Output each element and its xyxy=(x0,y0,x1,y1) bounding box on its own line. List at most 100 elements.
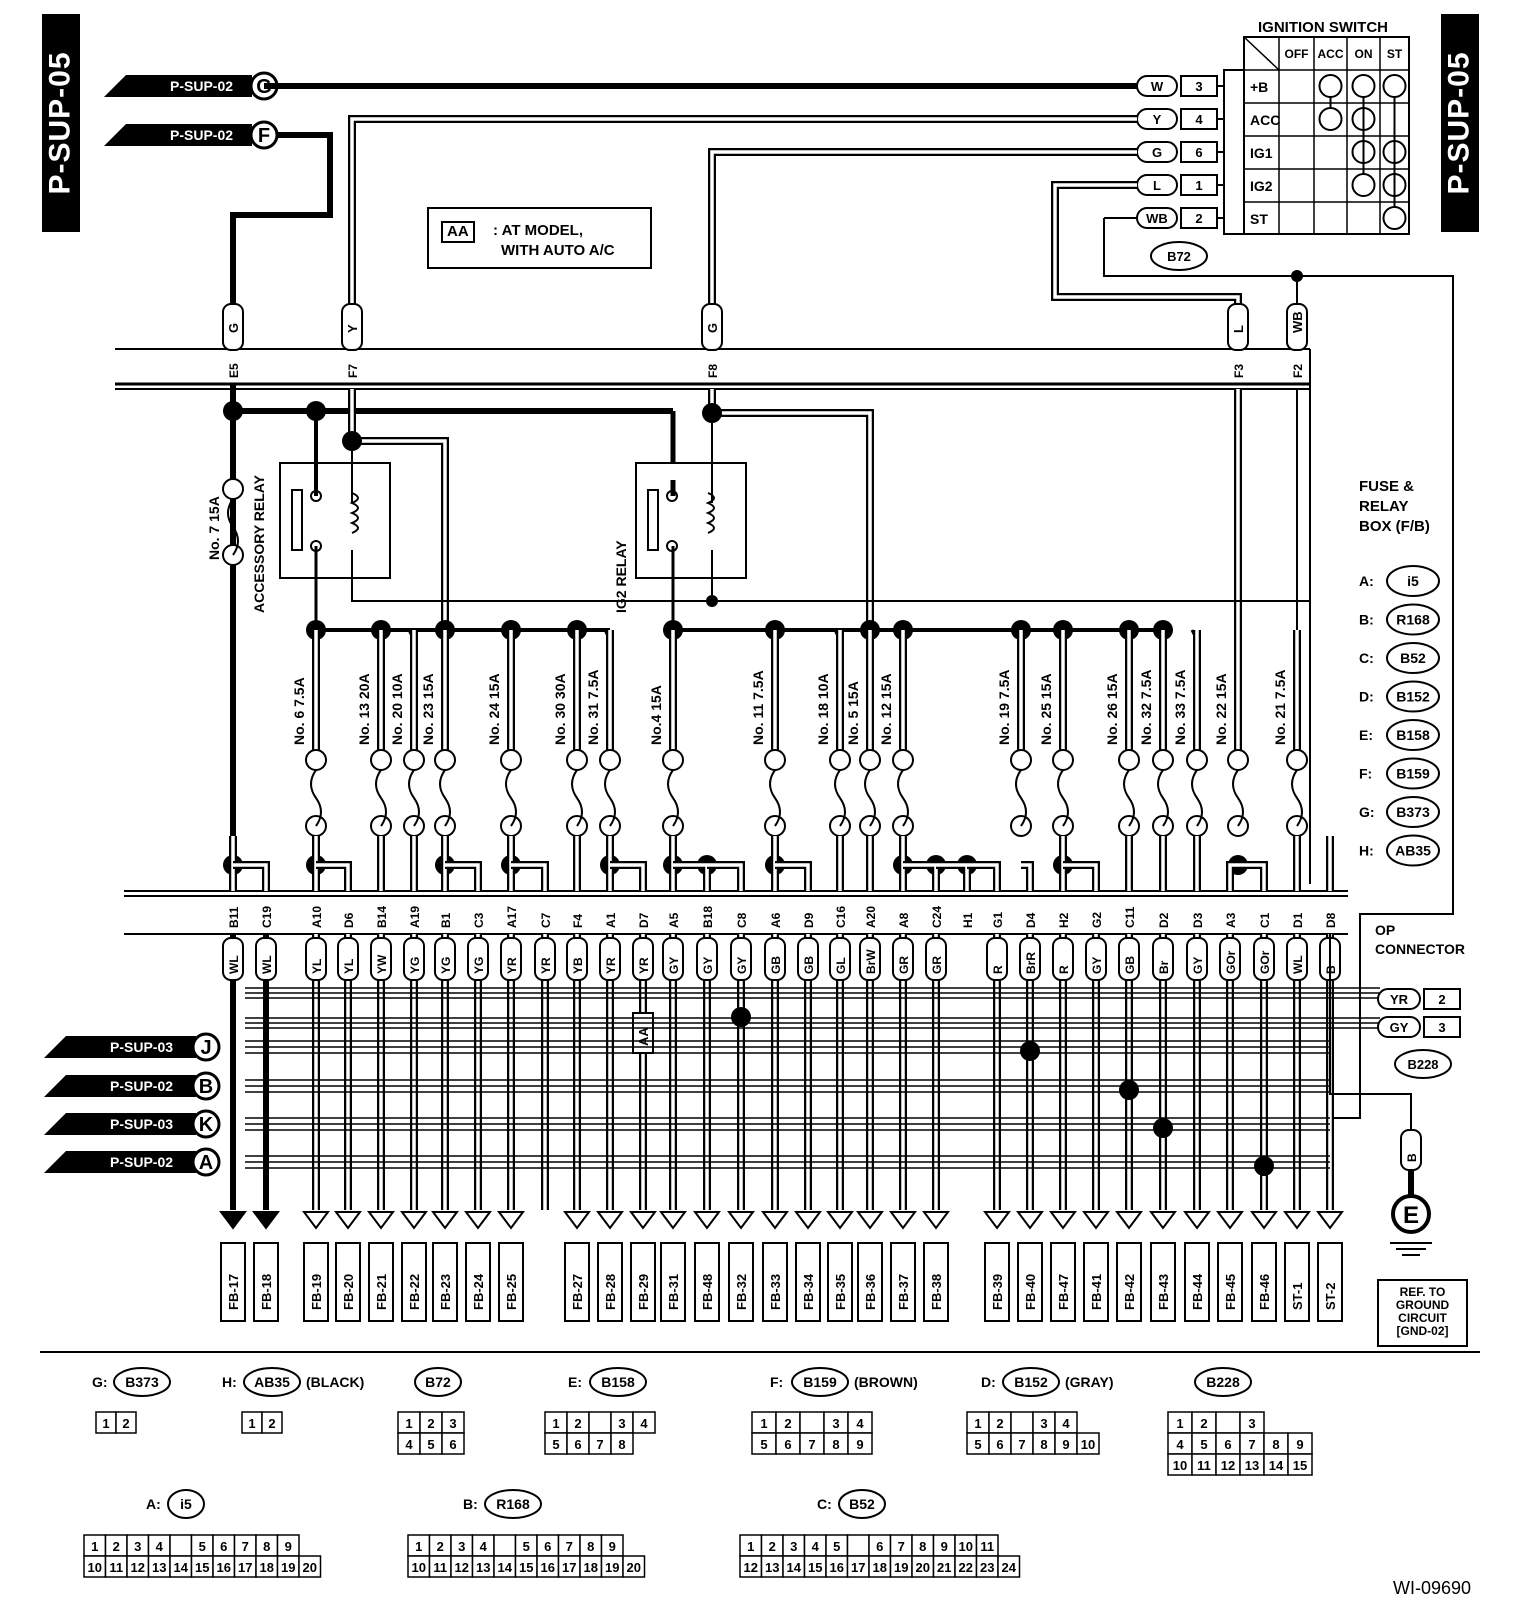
switch-wire-color: G xyxy=(1152,145,1162,160)
fuse-label: No. 18 10A xyxy=(815,673,831,745)
bottom-pin-label: C24 xyxy=(930,906,944,928)
op-connector-title: CONNECTOR xyxy=(1375,941,1465,957)
bottom-wire-tag xyxy=(1052,937,1074,981)
top-terminal-wire: L xyxy=(1231,325,1246,333)
output-arrow xyxy=(693,1211,721,1230)
connector-pin: 6 xyxy=(1224,1437,1231,1452)
bottom-wire-tag xyxy=(222,937,244,981)
connector-pin: 15 xyxy=(519,1560,533,1575)
fuse-label: No. 20 10A xyxy=(389,673,405,745)
switch-pin-number: 1 xyxy=(1195,178,1202,193)
bottom-wire-color: WL xyxy=(260,955,274,974)
output-label: FB-38 xyxy=(929,1274,944,1310)
fuse-element xyxy=(1291,769,1303,827)
bottom-pin-label: B18 xyxy=(701,906,715,928)
connector-pin: 13 xyxy=(152,1560,166,1575)
connector-pin: 6 xyxy=(449,1437,456,1452)
pin-link xyxy=(1021,863,1032,891)
bottom-pin-label: A20 xyxy=(864,906,878,928)
output-box xyxy=(1150,1242,1176,1322)
bottom-pin-label: A8 xyxy=(897,912,911,928)
connector-pin: 5 xyxy=(427,1437,434,1452)
switch-pin-number: 2 xyxy=(1195,211,1202,226)
ground-wire-color: B xyxy=(1405,1153,1419,1162)
output-arrow xyxy=(1283,1211,1311,1230)
output-box xyxy=(762,1242,788,1322)
op-pin-number: 2 xyxy=(1438,992,1445,1007)
pin-link xyxy=(707,863,743,891)
connector-pin: 2 xyxy=(1200,1416,1207,1431)
pin-link xyxy=(1063,863,1098,891)
connector-pin: 8 xyxy=(832,1437,839,1452)
bottom-wire-color: YL xyxy=(342,959,356,974)
bottom-wire-color: GB xyxy=(802,956,816,974)
wire-y xyxy=(350,117,1137,328)
connector-cell xyxy=(261,1411,283,1434)
bus-ref-letter: A xyxy=(199,1152,213,1174)
fuse-terminal xyxy=(1286,749,1308,771)
fuse-box-legend-key: C: xyxy=(1359,650,1374,666)
bottom-wire-tag xyxy=(1186,937,1208,981)
ground-letter: E xyxy=(1403,1202,1419,1229)
connector-pin: 4 xyxy=(480,1539,488,1554)
connector-pin: 15 xyxy=(1293,1458,1307,1473)
fuse-label: No. 32 7.5A xyxy=(1138,670,1154,745)
pin-link xyxy=(511,863,547,891)
fuse-box-legend-id xyxy=(1386,834,1440,867)
output-box xyxy=(498,1242,524,1322)
pin-link xyxy=(967,861,1001,891)
connector-view-prefix: A: xyxy=(146,1496,161,1512)
connector-pin: 5 xyxy=(974,1437,981,1452)
connector-pin: 9 xyxy=(609,1539,616,1554)
output-box xyxy=(432,1242,458,1322)
connector-pin: 13 xyxy=(1245,1458,1259,1473)
top-terminal-pin: E5 xyxy=(227,363,241,378)
output-label: FB-21 xyxy=(374,1274,389,1310)
output-label: FB-27 xyxy=(570,1274,585,1310)
connector-pin: 3 xyxy=(458,1539,465,1554)
connector-view-id xyxy=(1002,1367,1060,1397)
bottom-wire-color: GB xyxy=(769,956,783,974)
connector-pin: 7 xyxy=(1018,1437,1025,1452)
fuse-box-legend-id-label: B158 xyxy=(1396,727,1430,743)
connector-pin: 1 xyxy=(552,1416,559,1431)
connector-pin: 3 xyxy=(449,1416,456,1431)
bottom-pin-label: B11 xyxy=(227,906,241,928)
bus-ref-label: P-SUP-03 xyxy=(110,1116,173,1132)
fuse-box-legend-key: E: xyxy=(1359,727,1373,743)
connector-pin: 18 xyxy=(873,1560,887,1575)
output-box xyxy=(1317,1242,1343,1322)
connector-cell xyxy=(622,1555,646,1578)
connector-view-id xyxy=(589,1367,647,1397)
connector-pin: 10 xyxy=(412,1560,426,1575)
connector-pin: 6 xyxy=(784,1437,791,1452)
switch-terminal: ST xyxy=(1250,211,1268,227)
pin-link xyxy=(511,861,549,891)
output-arrow xyxy=(1250,1211,1278,1230)
fuse-terminal xyxy=(1052,749,1074,771)
bottom-wire-tag xyxy=(403,937,425,981)
pin-link xyxy=(445,861,482,891)
output-arrow xyxy=(1149,1211,1177,1230)
fuse-label: No. 25 15A xyxy=(1038,673,1054,745)
bottom-wire-tag xyxy=(797,937,819,981)
switch-terminal: ACC xyxy=(1250,112,1280,128)
bottom-pin-label: A10 xyxy=(310,906,324,928)
connector-pin: 7 xyxy=(1248,1437,1255,1452)
bottom-wire-color: WL xyxy=(227,955,241,974)
connector-cell xyxy=(610,1432,634,1455)
bottom-wire-tag xyxy=(1152,937,1174,981)
output-label: FB-33 xyxy=(768,1274,783,1310)
top-terminal-tag xyxy=(701,303,723,351)
switch-wire-color: L xyxy=(1153,178,1161,193)
connector-pin: 9 xyxy=(285,1539,292,1554)
switch-contact xyxy=(1318,74,1343,98)
fuse-terminal xyxy=(599,749,621,771)
connector-pin: 8 xyxy=(1040,1437,1047,1452)
connector-pin: 4 xyxy=(856,1416,864,1431)
connector-view-prefix: B: xyxy=(463,1496,478,1512)
op-connector-id xyxy=(1394,1049,1452,1079)
connector-pin: 12 xyxy=(131,1560,145,1575)
input-ref-f-circle xyxy=(249,120,279,150)
connector-view-color: (BROWN) xyxy=(854,1374,918,1390)
